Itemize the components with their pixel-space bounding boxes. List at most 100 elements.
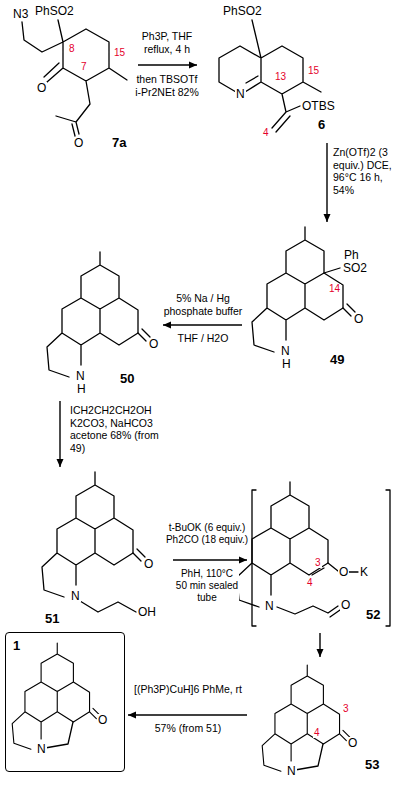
reaction-arrow [173, 557, 247, 564]
atom-label: N [264, 600, 275, 612]
atom-label: O [340, 599, 351, 611]
atom-number: 14 [328, 284, 341, 294]
atom-number: 4 [313, 728, 321, 738]
arrow-shaft [173, 559, 247, 560]
bond-lines [47, 252, 150, 377]
bond-lines [12, 643, 100, 749]
arrow-head [239, 557, 247, 564]
atom-number: 7 [80, 62, 88, 72]
atom-label: Ph [343, 249, 360, 261]
atom-label: O [36, 82, 47, 94]
bond-lines [252, 227, 343, 352]
atom-number: 4 [306, 578, 314, 588]
atom-label: O [338, 566, 349, 578]
atom-label: SO2 [342, 262, 368, 274]
compound: 1 [5, 632, 125, 772]
atom-number: 4 [262, 128, 270, 138]
atom-label: O [148, 338, 159, 350]
reaction-arrow [128, 712, 247, 719]
atom-label: O [143, 558, 154, 570]
arrow-shaft [128, 714, 247, 715]
reaction-arrow [57, 401, 64, 467]
atom-label: N [286, 765, 297, 777]
arrow-head [57, 459, 64, 467]
bond-lines [42, 472, 145, 597]
atom-number: 3 [314, 558, 322, 568]
bond-lines [277, 563, 358, 617]
arrow-shaft [59, 401, 60, 467]
arrow-head [324, 214, 331, 222]
atom-label: OTBS [301, 100, 336, 112]
atom-number: 15 [113, 48, 126, 58]
bond-lines [80, 601, 136, 612]
arrow-head [317, 649, 324, 657]
bond-lines [295, 744, 323, 770]
bond-lines [262, 665, 339, 771]
atom-label: N [70, 590, 81, 602]
reaction-arrow [163, 322, 242, 329]
atom-number: 13 [274, 72, 287, 82]
bond-lines [12, 20, 390, 771]
reaction-conditions: ICH2CH2CH2OH K2CO3, NaHCO3 acetone 68% (… [70, 404, 166, 454]
reaction-arrow [138, 62, 197, 69]
bond-lines [42, 472, 133, 597]
condition-text: 57% (from 51) [133, 722, 243, 735]
bond-lines [324, 268, 340, 273]
reaction-conditions: [(Ph3P)CuH]6 PhMe, rt [133, 683, 243, 696]
atom-label: PhSO2 [222, 5, 263, 17]
bond-lines [22, 20, 127, 136]
compound-number: 1 [13, 639, 20, 652]
arrow-head [163, 322, 171, 329]
atom-label: N [280, 345, 291, 357]
arrow-shaft [138, 64, 197, 65]
atom-label: N [36, 743, 47, 755]
atom-label: N3 [12, 8, 29, 20]
compound-number: 49 [330, 353, 344, 366]
reaction-arrow [317, 633, 324, 657]
atom-label: O [97, 714, 108, 726]
compound: 49 [245, 225, 370, 375]
bond-lines [252, 490, 390, 626]
bond-lines [237, 482, 328, 607]
atom-label: O [347, 737, 358, 749]
atom-label: OH [137, 606, 157, 618]
reaction-conditions: t-BuOK (6 equiv.) Ph2CO (18 equiv.) [165, 522, 249, 546]
compound: 50 [38, 250, 160, 398]
atom-label: O [73, 137, 84, 149]
compound: 53 [250, 660, 390, 782]
atom-label: PhSO2 [34, 5, 75, 17]
atom-label: H [76, 383, 87, 395]
arrow-shaft [163, 324, 242, 325]
atom-label: N [235, 88, 246, 100]
atom-number: 8 [68, 44, 76, 54]
atom-number: 15 [307, 66, 320, 76]
reaction-conditions: Ph3P, THF reflux, 4 h [134, 30, 200, 55]
compound-number: 6 [318, 118, 325, 131]
bond-lines [237, 482, 328, 607]
bond-lines [262, 665, 350, 771]
condition-text: then TBSOTf i-Pr2NEt 82% [134, 73, 200, 98]
compound-number: 51 [45, 612, 59, 625]
compound-number: 7a [112, 136, 126, 149]
atom-label: K [359, 566, 369, 578]
compound-number: 53 [365, 758, 379, 771]
bond-lines [47, 252, 138, 377]
atom-label: H [281, 358, 292, 370]
condition-text: THF / H2O [161, 332, 245, 345]
compound: 7a [0, 0, 135, 152]
arrow-head [128, 712, 136, 719]
arrow-shaft [326, 143, 327, 222]
bond-lines [12, 643, 89, 749]
reaction-conditions: Zn(OTf)2 (3 equiv.) DCE, 96°C 16 h, 54% [333, 146, 393, 196]
atom-label: N [75, 370, 86, 382]
bond-lines [219, 20, 321, 132]
reaction-arrow [324, 143, 331, 222]
compound-number: 50 [120, 372, 134, 385]
condition-text: PhH, 110°C 50 min sealed tube [175, 568, 239, 604]
atom-label: O [353, 313, 364, 325]
bond-lines [45, 722, 73, 748]
arrow-head [189, 62, 197, 69]
